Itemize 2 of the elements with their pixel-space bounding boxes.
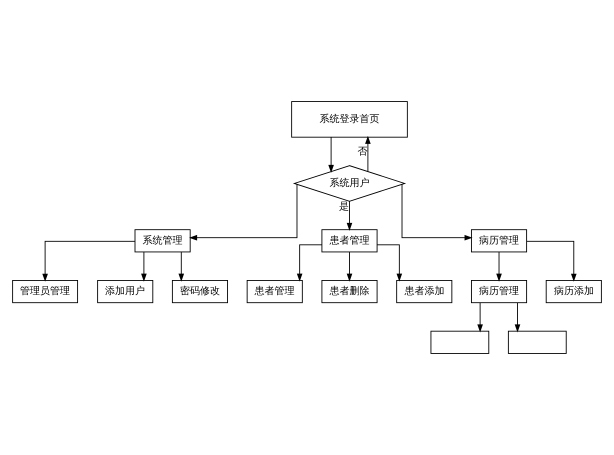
edge-label: 是 (339, 201, 350, 212)
edge-label: 否 (358, 146, 368, 158)
